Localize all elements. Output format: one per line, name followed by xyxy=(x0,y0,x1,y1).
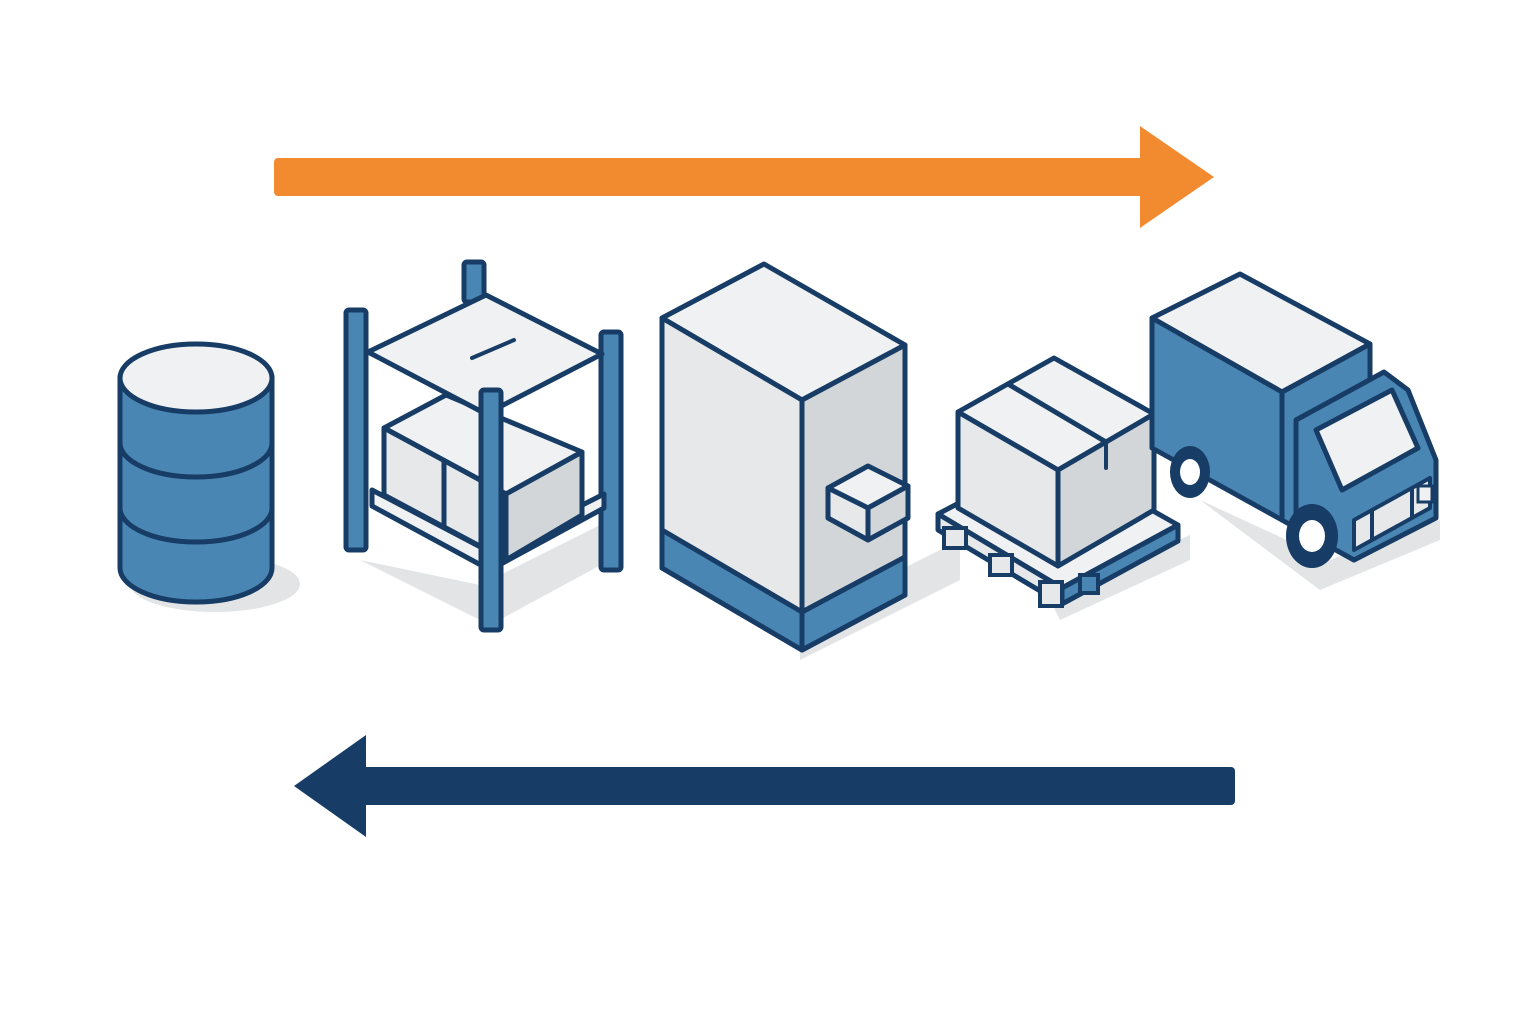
delivery-truck-icon xyxy=(1149,271,1440,590)
reverse-flow-arrow xyxy=(294,735,1235,837)
shelving-rack-icon xyxy=(343,259,624,633)
processing-cabinet-icon xyxy=(659,261,960,660)
pallet-box-icon xyxy=(935,355,1190,620)
forward-flow-arrow xyxy=(274,126,1214,228)
barrel-icon xyxy=(117,341,300,612)
